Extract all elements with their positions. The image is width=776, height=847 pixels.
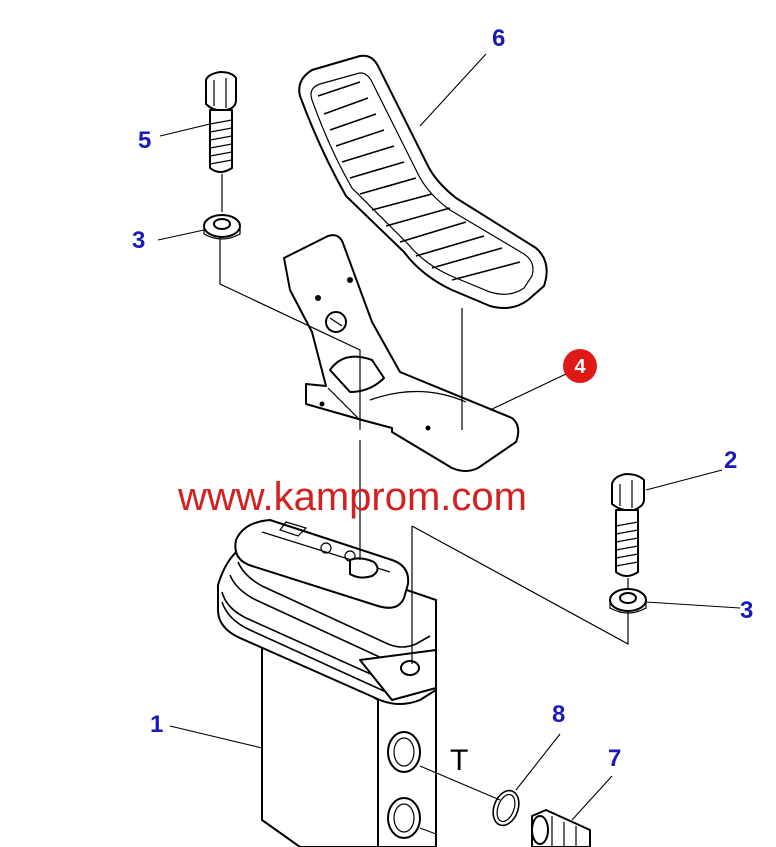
port-label-t: T: [450, 744, 468, 777]
bolt-2: [611, 473, 645, 577]
assembly-lines: [219, 174, 629, 835]
callout-3-left: 3: [132, 227, 145, 254]
valve-body: [217, 519, 437, 847]
watermark-text: www.kamprom.com: [177, 475, 527, 519]
callout-2: 2: [724, 447, 737, 474]
bolt-5: [205, 71, 237, 173]
callout-8: 8: [552, 701, 565, 728]
callout-4: 4: [574, 356, 586, 378]
callout-3-right: 3: [740, 597, 753, 624]
callout-4-badge: 4: [563, 349, 597, 383]
fitting-7: [531, 809, 591, 847]
pedal-bracket: [283, 234, 520, 472]
callout-7: 7: [608, 745, 621, 772]
callout-1: 1: [150, 711, 163, 738]
leader-lines: [157, 53, 741, 821]
callout-6: 6: [492, 25, 505, 52]
o-ring-8: [492, 789, 520, 827]
callout-5: 5: [138, 127, 151, 154]
pedal-pad: [298, 54, 548, 309]
washer-3-right: [609, 588, 647, 614]
washer-3-left: [203, 214, 241, 240]
